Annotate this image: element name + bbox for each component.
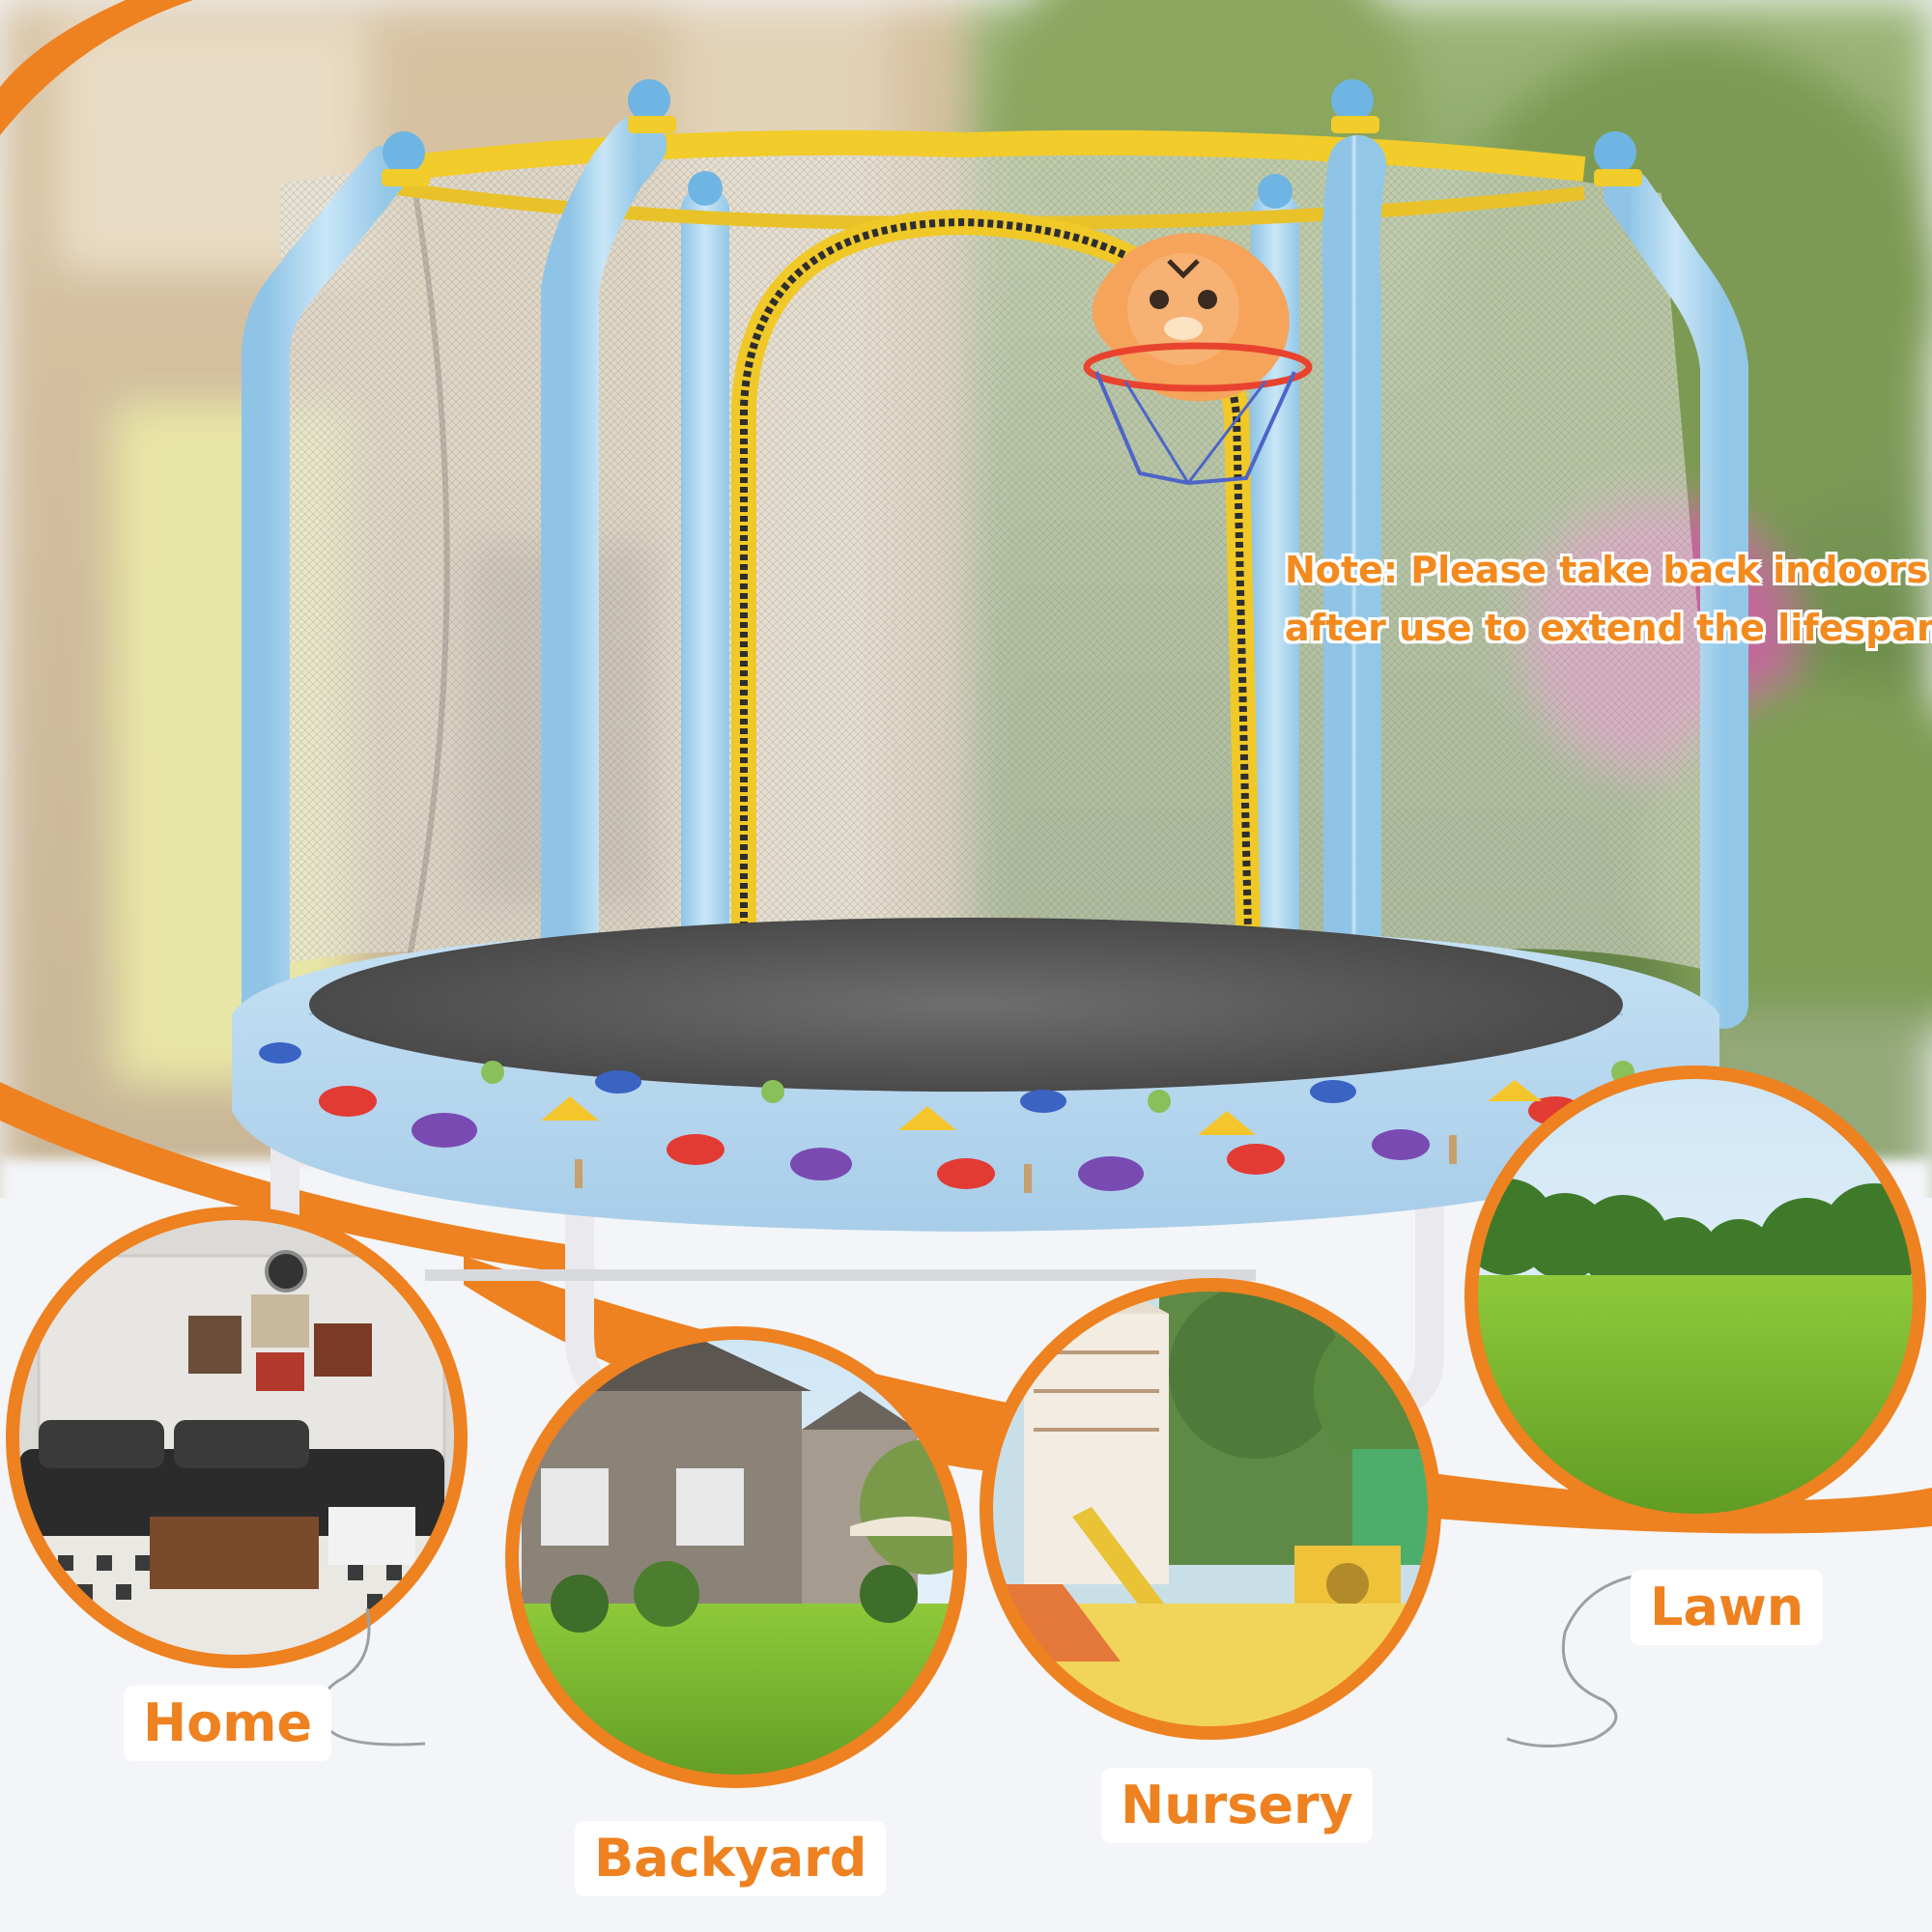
scene-lawn-image [1464,1065,1926,1527]
label-home: Home [124,1686,332,1761]
note-line-1: Note: Please take back indoors [1285,549,1928,591]
scene-backyard-image [505,1326,967,1788]
dinosaur-pattern-icon [259,1042,1634,1193]
label-nursery: Nursery [1101,1768,1373,1843]
tiger-basketball-hoop-icon [1083,233,1313,486]
scene-nursery-image [980,1278,1441,1740]
label-backyard: Backyard [575,1821,887,1896]
scene-home-image [6,1207,468,1668]
note-text: Note: Please take back indoors after use… [1285,541,1932,657]
label-lawn: Lawn [1631,1570,1824,1645]
note-line-2: after use to extend the lifespan [1285,607,1932,649]
